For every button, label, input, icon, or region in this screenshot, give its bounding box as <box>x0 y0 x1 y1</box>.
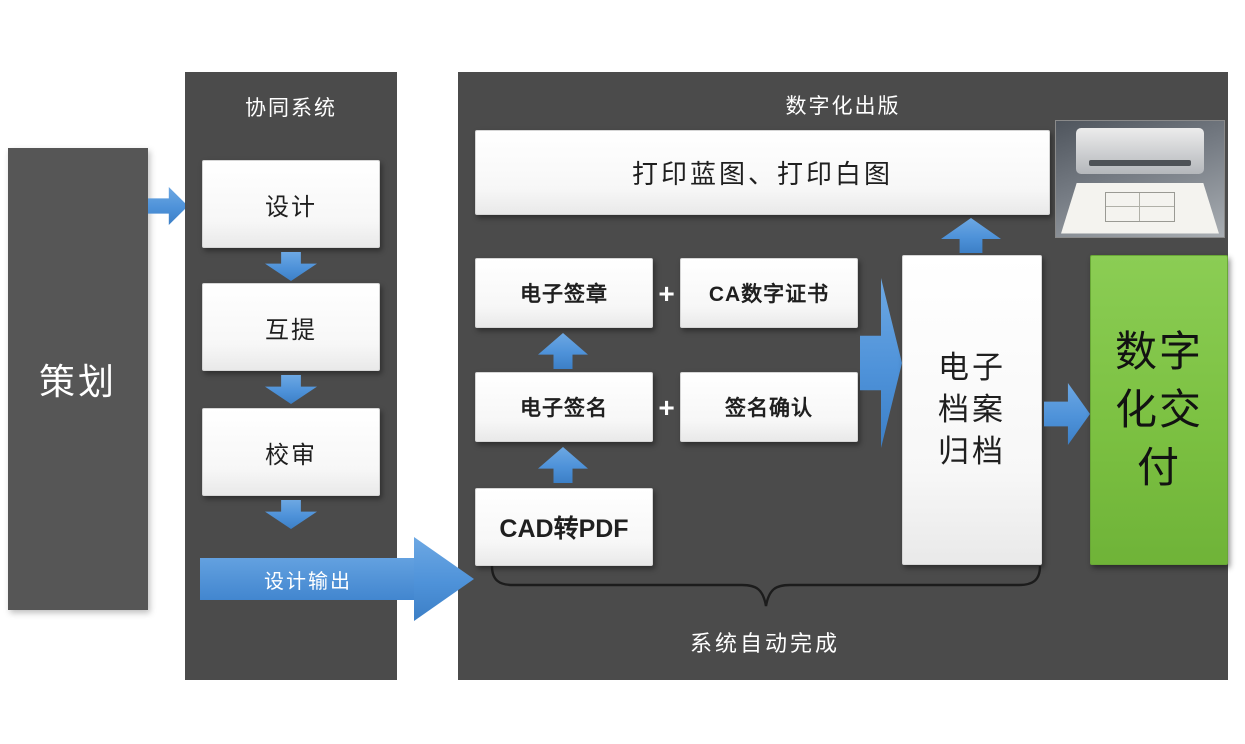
ca-cert-box: CA数字证书 <box>680 258 858 328</box>
cad-pdf-box: CAD转PDF <box>475 488 653 566</box>
publish-panel-title: 数字化出版 <box>785 95 901 118</box>
step-mutual-label: 互提 <box>265 316 317 344</box>
plotter-photo <box>1055 120 1225 238</box>
print-box: 打印蓝图、打印白图 <box>475 130 1050 215</box>
plotter-paper <box>1061 182 1219 234</box>
planning-box: 策划 <box>8 148 148 610</box>
eseal-label: 电子签章 <box>520 283 608 306</box>
plotter-slot <box>1088 160 1192 166</box>
design-output-bar: 设计输出 <box>200 558 416 600</box>
floorplan-drawing <box>1105 191 1175 223</box>
sign-confirm-box: 签名确认 <box>680 372 858 442</box>
print-label: 打印蓝图、打印白图 <box>631 159 893 189</box>
eseal-box: 电子签章 <box>475 258 653 328</box>
esign-box: 电子签名 <box>475 372 653 442</box>
step-review-label: 校审 <box>265 441 317 469</box>
ca-cert-label: CA数字证书 <box>708 283 830 306</box>
design-output-label: 设计输出 <box>264 570 352 593</box>
step-box-mutual: 互提 <box>202 283 380 371</box>
plus-sign: + <box>658 392 675 423</box>
cad-pdf-label: CAD转PDF <box>499 515 629 543</box>
collab-panel-title: 协同系统 <box>245 97 337 120</box>
esign-label: 电子签名 <box>520 397 608 420</box>
plotter-body <box>1076 127 1204 175</box>
auto-complete-label: 系统自动完成 <box>689 631 840 656</box>
sign-confirm-label: 签名确认 <box>725 397 813 420</box>
brace-shape <box>490 566 1042 607</box>
step-box-design: 设计 <box>202 160 380 248</box>
arrow-right-icon <box>148 187 188 225</box>
plus-sign: + <box>658 278 675 309</box>
step-design-label: 设计 <box>265 193 317 221</box>
archive-label: 电子档案归档 <box>938 350 1006 469</box>
step-box-review: 校审 <box>202 408 380 496</box>
delivery-box: 数字化交付 <box>1090 255 1228 565</box>
archive-box: 电子档案归档 <box>902 255 1042 565</box>
planning-label: 策划 <box>38 361 117 402</box>
delivery-label: 数字化交付 <box>1114 328 1203 491</box>
